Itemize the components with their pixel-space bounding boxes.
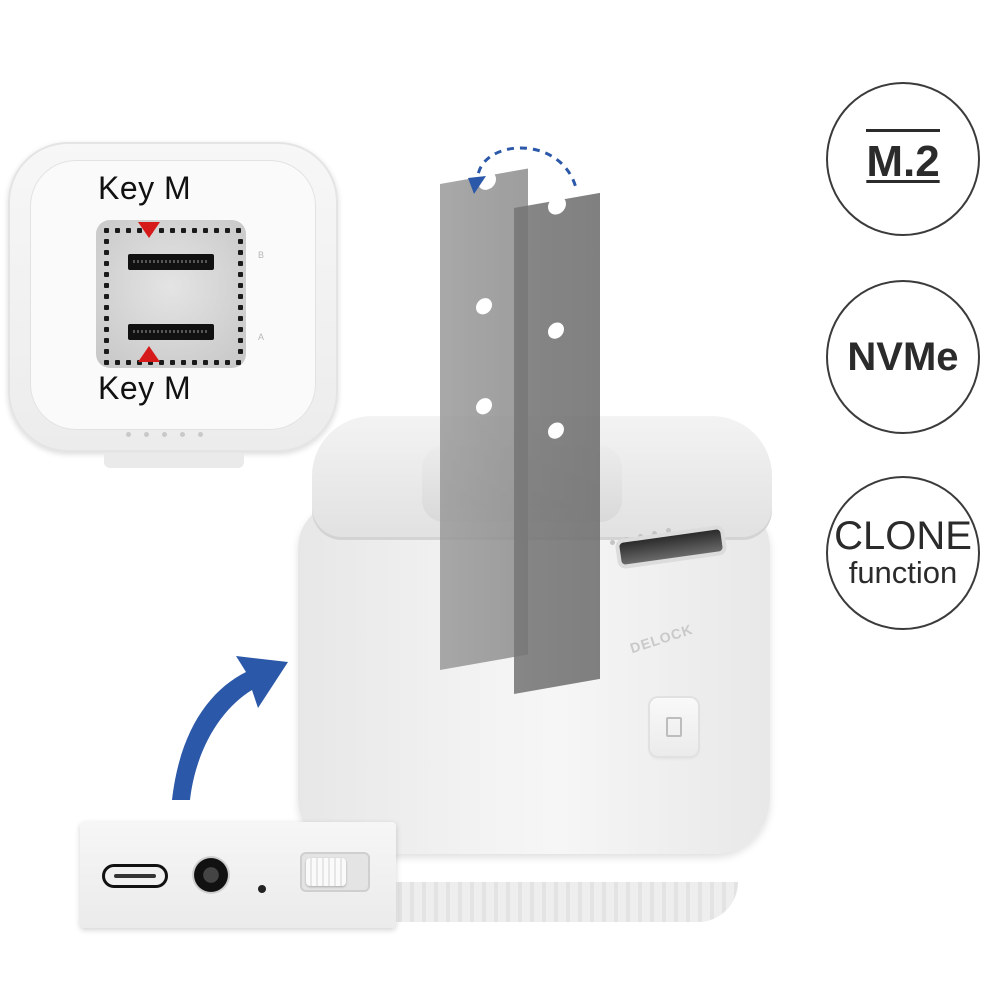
socket-dot [238,316,243,321]
socket-dot [104,294,109,299]
dock-vent [338,882,738,922]
ssd-notch [478,170,496,192]
socket-dot [104,228,109,233]
status-led [198,432,203,437]
side-mark-top: B [258,250,265,260]
socket-dot [170,360,175,365]
socket-dot [238,250,243,255]
socket-dot [181,228,186,233]
ssd-mount-hole [476,296,492,316]
status-led [180,432,185,437]
socket-dot [236,228,241,233]
socket-dot [238,294,243,299]
socket-dot [214,228,219,233]
socket-dot [104,338,109,343]
front-led [624,537,629,542]
socket-dot [238,349,243,354]
ssd-mount-hole [476,396,492,416]
ssd-module-back [514,192,600,694]
socket-dot [104,305,109,310]
socket-dot [104,250,109,255]
front-led [638,534,643,539]
socket-dot [238,327,243,332]
top-view-panel: Key M Key M B A [8,142,338,482]
key-label-top: Key M [98,170,192,206]
socket-dot [192,228,197,233]
ssd-mount-hole [548,321,564,341]
side-mark-bottom: A [258,332,265,342]
socket-dot [159,228,164,233]
usb-c-port-icon [102,864,168,888]
socket-dot [214,360,219,365]
socket-dot [192,360,197,365]
front-led [666,528,671,533]
socket-dot [148,360,153,365]
socket-dot [238,338,243,343]
ssd-notch [548,194,566,217]
socket-dot [238,261,243,266]
socket-dot [104,239,109,244]
key-label-bottom: Key M [98,370,192,406]
curved-arrow-icon [172,656,288,800]
socket-dot [238,283,243,288]
socket-dot [181,360,186,365]
socket-dot [104,316,109,321]
clone-badge-line1: CLONE [834,514,972,558]
socket-dot [203,360,208,365]
socket-dot [238,305,243,310]
socket-dot [104,272,109,277]
socket-dot [225,228,230,233]
clone-button-icon [666,717,682,737]
socket-dot [115,228,120,233]
socket-dot [104,261,109,266]
socket-dot [159,360,164,365]
clone-badge-line2: function [848,555,958,590]
top-view-base [104,454,244,468]
clone-button[interactable] [650,698,698,756]
socket-dot [126,228,131,233]
status-led [162,432,167,437]
socket-dot [203,228,208,233]
power-switch[interactable] [300,852,370,892]
socket-dot [170,228,175,233]
socket-dot [137,360,142,365]
socket-dot [238,272,243,277]
reset-pinhole [258,885,266,893]
socket-dot [115,360,120,365]
m2-connector-top [128,254,214,270]
key-marker-bottom [138,346,160,362]
clone-badge: CLONE function [826,476,980,630]
front-led [652,531,657,536]
key-marker-top [138,222,160,238]
socket-dot [236,360,241,365]
m2-badge-label: M.2 [866,129,941,187]
dc-jack-icon [192,856,230,894]
socket-dot [104,283,109,288]
top-view-housing: Key M Key M B A [8,142,338,452]
rear-panel [80,822,396,928]
m2-socket-area [96,220,246,368]
status-led [126,432,131,437]
socket-dot [126,360,131,365]
socket-dot [104,327,109,332]
status-led [144,432,149,437]
nvme-badge-label: NVMe [847,334,959,379]
front-led [610,540,615,545]
socket-dot [238,239,243,244]
socket-dot [225,360,230,365]
power-switch-knob[interactable] [306,858,346,886]
nvme-badge: NVMe [826,280,980,434]
m2-badge: M.2 [826,82,980,236]
socket-dot [104,349,109,354]
ssd-mount-hole [548,421,564,441]
m2-connector-bottom [128,324,214,340]
socket-dot [104,360,109,365]
